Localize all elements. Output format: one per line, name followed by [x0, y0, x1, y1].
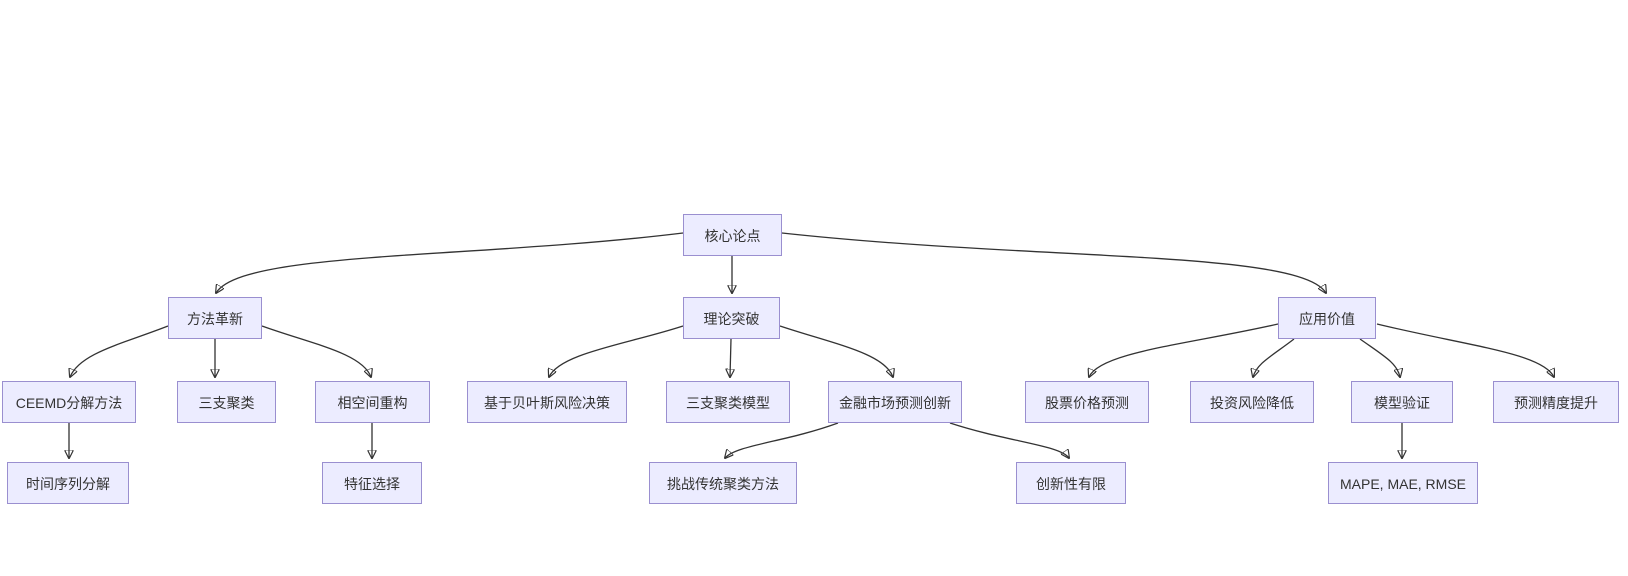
edge-method-innovation-to-ceemd-decomposition — [70, 325, 169, 377]
node-method-innovation: 方法革新 — [168, 297, 262, 339]
edge-theory-breakthrough-to-bayesian-risk-decision — [549, 325, 684, 377]
edge-financial-forecast-innovation-to-challenge-traditional-clustering — [725, 422, 839, 458]
node-core-thesis: 核心论点 — [683, 214, 782, 256]
node-challenge-traditional-clustering: 挑战传统聚类方法 — [649, 462, 797, 504]
node-application-value: 应用价值 — [1278, 297, 1376, 339]
edge-core-thesis-to-method-innovation — [216, 232, 684, 293]
node-investment-risk-reduction: 投资风险降低 — [1190, 381, 1314, 423]
node-time-series-decomposition: 时间序列分解 — [7, 462, 129, 504]
node-limited-innovation: 创新性有限 — [1016, 462, 1126, 504]
node-evaluation-metrics: MAPE, MAE, RMSE — [1328, 462, 1478, 504]
node-bayesian-risk-decision: 基于贝叶斯风险决策 — [467, 381, 627, 423]
node-financial-forecast-innovation: 金融市场预测创新 — [828, 381, 962, 423]
node-three-way-clustering: 三支聚类 — [177, 381, 276, 423]
node-feature-selection: 特征选择 — [322, 462, 422, 504]
node-three-way-clustering-model: 三支聚类模型 — [666, 381, 790, 423]
node-forecast-accuracy-improvement: 预测精度提升 — [1493, 381, 1619, 423]
node-ceemd-decomposition: CEEMD分解方法 — [2, 381, 136, 423]
edge-financial-forecast-innovation-to-limited-innovation — [949, 422, 1069, 458]
edge-method-innovation-to-phase-space-reconstruction — [261, 325, 371, 377]
edge-application-value-to-model-validation — [1359, 338, 1400, 377]
edge-application-value-to-investment-risk-reduction — [1253, 338, 1295, 377]
edge-theory-breakthrough-to-three-way-clustering-model — [730, 338, 731, 377]
node-phase-space-reconstruction: 相空间重构 — [315, 381, 430, 423]
node-model-validation: 模型验证 — [1351, 381, 1453, 423]
edge-application-value-to-stock-price-prediction — [1089, 323, 1279, 377]
edge-application-value-to-forecast-accuracy-improvement — [1376, 323, 1554, 377]
node-stock-price-prediction: 股票价格预测 — [1025, 381, 1149, 423]
edge-core-thesis-to-application-value — [781, 232, 1326, 293]
edge-theory-breakthrough-to-financial-forecast-innovation — [779, 325, 893, 377]
node-theory-breakthrough: 理论突破 — [683, 297, 780, 339]
